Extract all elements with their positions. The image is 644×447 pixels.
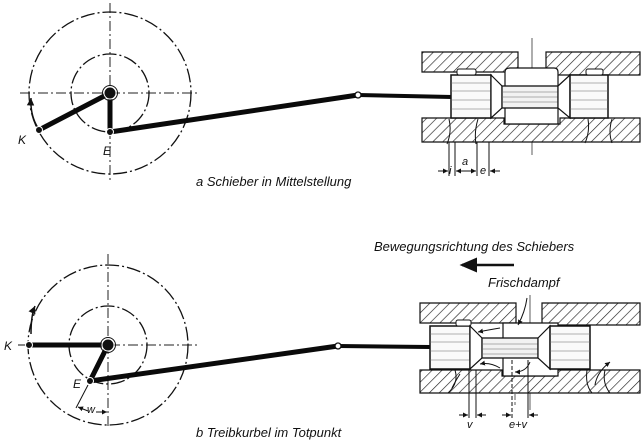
figure-a: K E: [18, 3, 641, 189]
valve-piston-left: [429, 325, 471, 370]
valve-chest-a: i a e: [421, 38, 641, 177]
shaft-center: [103, 86, 117, 100]
valve-piston-right: [549, 325, 591, 370]
crank-pin: [35, 126, 43, 134]
rotation-arrow-icon: [28, 305, 36, 335]
caption-b: b Treibkurbel im Totpunkt: [196, 425, 343, 440]
eccentric-rod: [107, 92, 361, 135]
port-left: [446, 118, 451, 145]
upper-housing-right: [545, 51, 641, 76]
valve-spindle: [481, 337, 539, 359]
rod-joint: [334, 342, 342, 350]
caption-a: a Schieber in Mittelstellung: [196, 174, 352, 189]
valve-piston-right: [569, 74, 609, 119]
crank-diagram-a: K E: [18, 3, 361, 183]
valve-rod: [336, 344, 432, 349]
dim-a: a: [462, 156, 468, 168]
port-right: [584, 118, 590, 144]
eccentric-pin: [86, 377, 94, 385]
upper-housing-right: [541, 302, 641, 326]
dimension-lines-a: i a e: [438, 142, 500, 177]
label-e: E: [103, 144, 112, 158]
crank-arm: [36, 90, 113, 133]
eccentric-pin: [106, 128, 114, 136]
dim-e: e: [480, 165, 486, 177]
steam-label: Frischdampf: [488, 275, 561, 290]
label-w: w: [87, 404, 96, 416]
direction-label: Bewegungsrichtung des Schiebers: [374, 239, 575, 254]
label-e: E: [73, 377, 82, 391]
rotation-arrow-icon: [26, 97, 39, 129]
crank-diagram-b: w K E: [4, 254, 341, 428]
eccentric-arm: [87, 342, 111, 384]
figure-b: w K E Bewegungsrichtung des Schiebers Fr…: [4, 239, 641, 440]
crank-pin: [25, 341, 33, 349]
dimension-lines-b: v e+v: [459, 360, 538, 431]
valve-piston-left: [450, 74, 492, 119]
eccentric-rod: [87, 343, 341, 384]
rod-joint: [354, 91, 362, 99]
dim-e-plus-v: e+v: [509, 419, 529, 431]
steam-flow-arrows: [451, 297, 611, 389]
label-k: K: [18, 133, 27, 147]
shaft-center: [101, 338, 115, 352]
dim-i: i: [449, 165, 452, 177]
dim-v: v: [467, 419, 474, 431]
valve-rod: [356, 93, 454, 99]
label-k: K: [4, 339, 13, 353]
crank-circle: [28, 11, 192, 175]
valve-chest-b: v e+v: [419, 295, 641, 431]
